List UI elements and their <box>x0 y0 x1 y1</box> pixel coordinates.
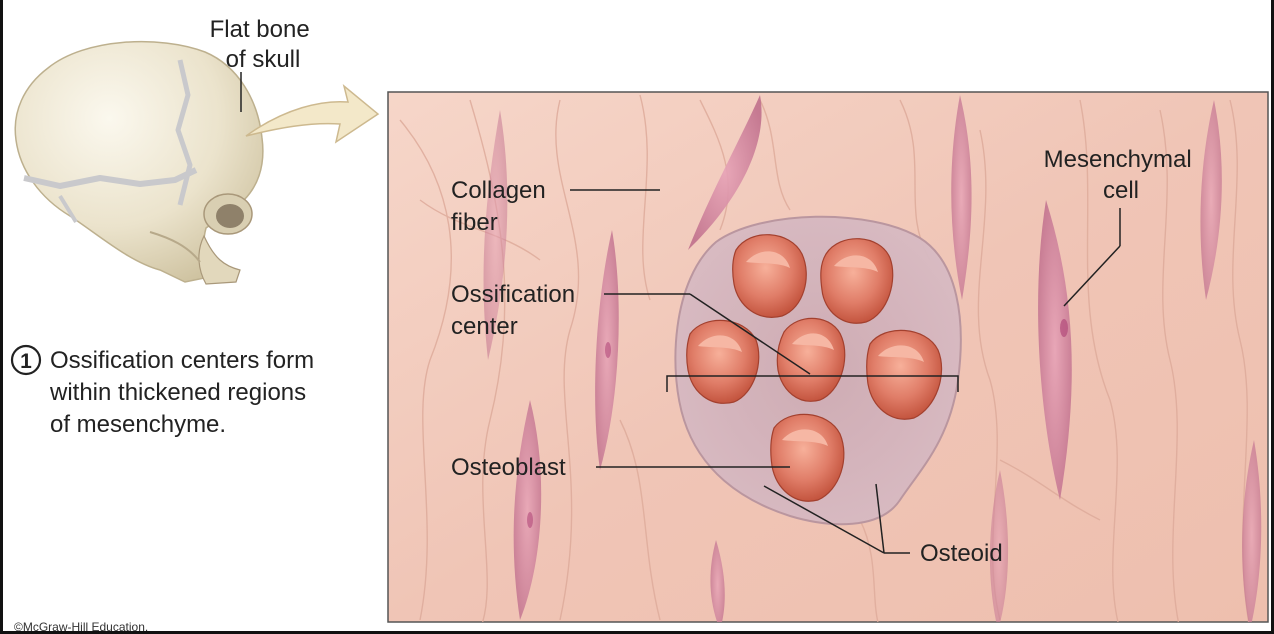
osteoblast-cell <box>820 238 894 324</box>
leader-lines <box>570 189 1121 554</box>
zoom-arrow <box>245 83 380 144</box>
osteoblast-cell <box>686 319 760 404</box>
skull-label: Flat bone of skull <box>210 16 317 73</box>
mesenchymal-cells <box>483 95 1262 622</box>
step-number-badge <box>10 344 42 376</box>
mesenchymal-leader-line <box>1063 245 1121 307</box>
step-number: 1 <box>20 350 32 373</box>
ossification-leader-line <box>689 293 811 375</box>
osteoid-leader-line <box>763 485 885 554</box>
osteoblast-cell <box>776 317 846 402</box>
osteoid-leader-line <box>875 483 885 554</box>
osteoid-label: Osteoid <box>920 540 1003 567</box>
mesenchyme-panel: Collagen fiber Ossification center Osteo… <box>387 91 1269 623</box>
osteoblast-cell <box>770 413 845 502</box>
skull-illustration <box>14 40 264 285</box>
osteoblast-cell <box>732 234 807 318</box>
step-description: Ossification centers form within thicken… <box>49 347 321 438</box>
collagen-fiber-label: Collagen fiber <box>451 177 552 236</box>
step-caption: 1 Ossification centers form within thick… <box>10 344 321 438</box>
copyright-notice: ©McGraw-Hill Education. <box>14 620 149 634</box>
ossification-center-label: Ossification center <box>451 281 582 340</box>
osteoblast-cell <box>866 329 943 420</box>
osteoblasts <box>686 234 943 502</box>
osteoblast-label: Osteoblast <box>451 454 566 481</box>
mesenchymal-cell-label: Mesenchymal cell <box>1044 146 1199 204</box>
ossification-center-bracket <box>666 375 959 392</box>
